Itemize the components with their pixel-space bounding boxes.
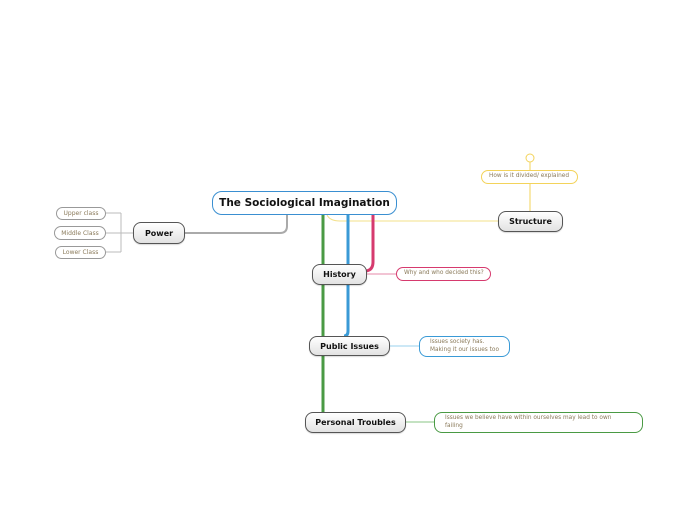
topic-power[interactable]: Power <box>133 222 185 244</box>
topic-structure-label: Structure <box>509 217 552 226</box>
subtopic-middle-class-label: Middle Class <box>61 229 99 237</box>
topic-history[interactable]: History <box>312 264 367 285</box>
personal-troubles-note[interactable]: Issues we believe have within ourselves … <box>434 412 643 433</box>
personal-troubles-note-text: Issues we believe have within ourselves … <box>445 415 612 429</box>
history-note-text: Why and who decided this? <box>404 270 484 277</box>
topic-personal-troubles[interactable]: Personal Troubles <box>305 412 406 433</box>
subtopic-lower-class[interactable]: Lower Class <box>55 246 106 259</box>
public-issues-connector <box>343 215 350 338</box>
central-topic[interactable]: The Sociological Imagination <box>212 191 397 215</box>
public-issues-note-line2: Making it our issues too <box>430 346 500 353</box>
history-connector <box>365 215 375 273</box>
power-connector <box>185 215 288 234</box>
power-children-bracket <box>106 212 133 253</box>
public-issues-note-line1: Issues society has. <box>430 339 485 345</box>
structure-note[interactable]: How is it divided/ explained <box>481 170 578 184</box>
structure-connector <box>326 214 498 222</box>
history-note[interactable]: Why and who decided this? <box>396 267 491 281</box>
topic-power-label: Power <box>144 228 174 238</box>
structure-collapse-dot <box>525 153 535 163</box>
subtopic-middle-class[interactable]: Middle Class <box>54 226 106 240</box>
topic-history-label: History <box>323 270 356 279</box>
structure-note-text: How is it divided/ explained <box>489 173 570 180</box>
subtopic-upper-class[interactable]: Upper class <box>56 207 106 220</box>
subtopic-upper-class-label: Upper class <box>63 210 99 217</box>
topic-public-issues[interactable]: Public Issues <box>309 336 390 356</box>
topic-personal-troubles-label: Personal Troubles <box>315 418 396 427</box>
public-issues-note[interactable]: Issues society has. Making it our issues… <box>419 336 510 357</box>
topic-public-issues-label: Public Issues <box>320 341 379 351</box>
topic-structure[interactable]: Structure <box>498 211 563 232</box>
central-topic-label: The Sociological Imagination <box>219 197 390 209</box>
subtopic-lower-class-label: Lower Class <box>62 249 99 256</box>
